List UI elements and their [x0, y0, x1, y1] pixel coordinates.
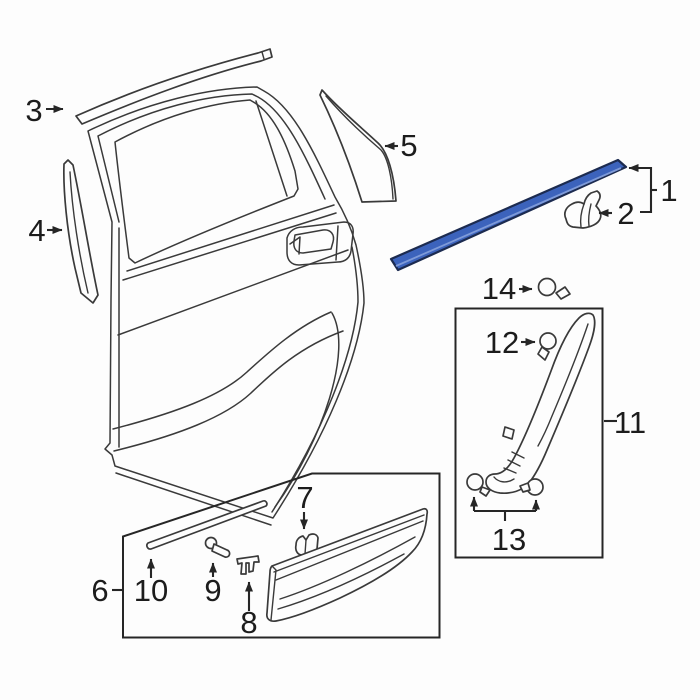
door-rear-edge-inner-line [271, 246, 359, 513]
part-7-clip [294, 533, 319, 556]
part-10-molding-strip [146, 500, 268, 550]
window-frame-inner-line [97, 93, 326, 223]
kit-box-6 [122, 472, 441, 639]
window-divider-line [255, 100, 288, 197]
part-8-clip [236, 555, 260, 575]
door-handle [286, 221, 354, 266]
part-label-10: 10 [134, 573, 168, 608]
part-3-roof-drip-molding [75, 48, 273, 125]
door-outline [87, 86, 365, 519]
part-labels: 3 4 5 1 2 14 12 11 13 6 10 9 8 7 [25, 93, 677, 640]
part-label-2: 2 [617, 196, 634, 231]
part-14-clip [537, 277, 571, 300]
part-2-clip [563, 190, 602, 229]
part-label-11: 11 [614, 405, 646, 440]
wheel-arch-crease [274, 312, 340, 508]
part-6-body-side-molding [266, 507, 429, 623]
door-bottom-inner-line [115, 472, 272, 526]
part-5-rear-sash-trim [319, 89, 397, 203]
part-label-6: 6 [91, 573, 108, 608]
door-drawing [87, 86, 365, 526]
part-label-12: 12 [485, 325, 519, 360]
part-label-4: 4 [28, 213, 45, 248]
part-13-clip-left [466, 473, 491, 497]
part-6-box [122, 472, 441, 639]
leader-lines [46, 105, 657, 611]
kit-box-11 [454, 307, 604, 559]
part-11-box [454, 307, 604, 559]
character-lines [112, 311, 344, 452]
part-label-13: 13 [492, 522, 526, 557]
part-label-14: 14 [482, 271, 516, 306]
part-label-5: 5 [400, 128, 417, 163]
belt-molding-edge-highlight [395, 167, 622, 267]
leader-13-bracket [474, 509, 536, 521]
part-4-front-pillar-trim [63, 159, 99, 304]
window-opening [114, 99, 299, 264]
part-label-8: 8 [240, 605, 257, 640]
part-label-3: 3 [25, 93, 42, 128]
part-1-belt-molding [389, 158, 628, 272]
part-label-7: 7 [296, 480, 313, 515]
part-11-pillar-garnish [485, 312, 596, 495]
part-label-9: 9 [204, 573, 221, 608]
part-13-clip-right [519, 478, 544, 496]
part-12-clip [537, 332, 557, 361]
part-label-1: 1 [660, 173, 677, 208]
part-9-screw-clip [204, 536, 231, 558]
belt-sill-lines [117, 204, 349, 336]
